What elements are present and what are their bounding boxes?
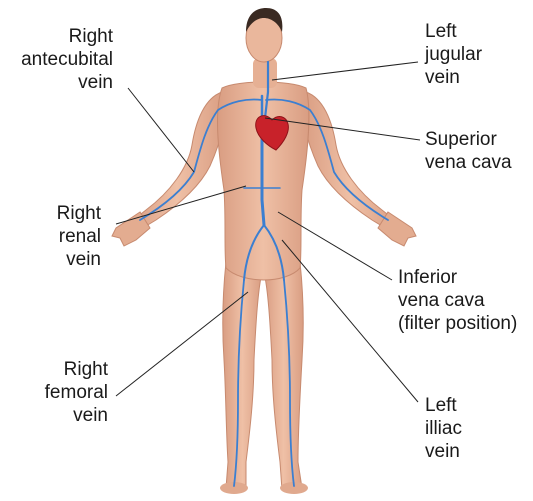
- label-right-antecubital-vein: Right antecubital vein: [21, 25, 113, 94]
- label-line: vena cava: [398, 289, 517, 312]
- leader-left-jugular: [272, 62, 418, 80]
- right-arm: [128, 92, 226, 232]
- label-line: illiac: [425, 417, 462, 440]
- label-line: antecubital: [21, 48, 113, 71]
- label-line: vein: [57, 248, 101, 271]
- label-superior-vena-cava: Superior vena cava: [425, 128, 512, 174]
- label-line: vein: [425, 440, 462, 463]
- leader-right-antecubital: [128, 88, 194, 172]
- label-line: vein: [425, 66, 482, 89]
- left-leg: [264, 262, 303, 490]
- label-right-femoral-vein: Right femoral vein: [45, 358, 108, 427]
- label-left-illiac-vein: Left illiac vein: [425, 394, 462, 463]
- label-line: Left: [425, 20, 482, 43]
- label-line: vena cava: [425, 151, 512, 174]
- label-line: Right: [45, 358, 108, 381]
- label-line: Inferior: [398, 266, 517, 289]
- label-left-jugular-vein: Left jugular vein: [425, 20, 482, 89]
- label-line: Right: [57, 202, 101, 225]
- label-line: Superior: [425, 128, 512, 151]
- body-figure: [112, 8, 416, 494]
- label-line: renal: [57, 225, 101, 248]
- label-line: vein: [21, 71, 113, 94]
- neck: [253, 58, 277, 88]
- label-line: Right: [21, 25, 113, 48]
- label-line: (filter position): [398, 312, 517, 335]
- label-line: jugular: [425, 43, 482, 66]
- label-line: vein: [45, 404, 108, 427]
- label-right-renal-vein: Right renal vein: [57, 202, 101, 271]
- label-line: Left: [425, 394, 462, 417]
- label-inferior-vena-cava: Inferior vena cava (filter position): [398, 266, 517, 335]
- left-arm: [302, 92, 400, 232]
- label-line: femoral: [45, 381, 108, 404]
